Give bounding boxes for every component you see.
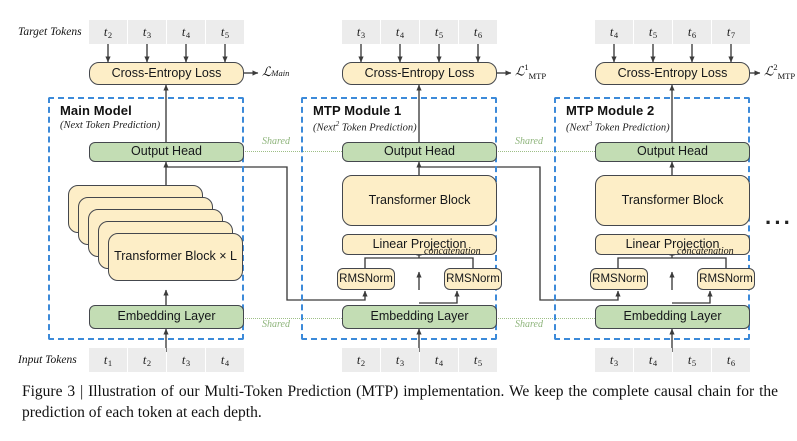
shared-label-embedding-2: Shared [515,319,543,330]
target-token-cell: t3 [128,20,166,44]
input-token-cell: t2 [128,348,166,372]
caption-text: Illustration of our Multi-Token Predicti… [22,383,779,421]
rmsnorm-right-mtp2: RMSNorm [697,268,755,290]
caption-separator: | [80,383,84,400]
transformer-block-mtp2: Transformer Block [595,175,750,226]
input-token-cell: t3 [381,348,419,372]
output-head-main: Output Head [89,142,244,162]
target-token-cell: t4 [381,20,419,44]
module-frame-main [48,97,244,340]
cross-entropy-loss-box-main: Cross-Entropy Loss [89,62,244,85]
input-token-cell: t5 [673,348,711,372]
shared-dotted-line-embedding-2 [493,318,605,319]
embedding-layer-mtp1: Embedding Layer [342,305,497,329]
module-title-mtp2: MTP Module 2 [566,103,655,118]
linear-projection-mtp1: Linear Projection [342,234,497,255]
module-subtitle-mtp1: (Next2 Token Prediction) [313,120,417,134]
input-token-cell: t4 [420,348,458,372]
input-token-cell: t4 [206,348,244,372]
embedding-layer-main: Embedding Layer [89,305,244,329]
rmsnorm-left-mtp2: RMSNorm [590,268,648,290]
loss-symbol-mtp1: ℒ1MTP [515,62,547,81]
mtp-architecture-figure: Target Tokens Input Tokens t2 t3 t4 t5 t… [18,20,796,372]
input-token-cell: t4 [634,348,672,372]
shared-label-output-head-1: Shared [262,136,290,147]
cross-entropy-loss-box-mtp1: Cross-Entropy Loss [342,62,497,85]
module-subtitle-mtp2: (Next3 Token Prediction) [566,120,670,134]
input-token-cell: t3 [595,348,633,372]
module-title-mtp1: MTP Module 1 [313,103,402,118]
input-token-cell: t1 [89,348,127,372]
cross-entropy-loss-box-mtp2: Cross-Entropy Loss [595,62,750,85]
target-token-cell: t2 [89,20,127,44]
transformer-block-main-label: Transformer Block × L [114,249,237,264]
shared-dotted-line-embedding-1 [240,318,352,319]
target-token-cell: t5 [206,20,244,44]
shared-dotted-line-output-head-2 [493,151,605,152]
transformer-block-mtp1: Transformer Block [342,175,497,226]
concatenation-label-mtp2: concatenation [677,246,734,257]
rmsnorm-right-mtp1: RMSNorm [444,268,502,290]
target-token-cell: t3 [342,20,380,44]
loss-symbol-mtp2: ℒ2MTP [764,62,796,81]
input-token-cell: t2 [342,348,380,372]
target-token-cell: t7 [712,20,750,44]
loss-symbol-main: ℒMain [262,64,290,79]
target-token-cell: t4 [167,20,205,44]
target-token-cell: t6 [459,20,497,44]
target-token-cell: t4 [595,20,633,44]
input-token-cell: t6 [712,348,750,372]
module-subtitle-main: (Next Token Prediction) [60,120,161,131]
output-head-mtp2: Output Head [595,142,750,162]
input-token-cell: t3 [167,348,205,372]
target-token-cell: t5 [420,20,458,44]
rmsnorm-left-mtp1: RMSNorm [337,268,395,290]
embedding-layer-mtp2: Embedding Layer [595,305,750,329]
input-tokens-row-label: Input Tokens [18,354,77,366]
target-tokens-row-label: Target Tokens [18,26,82,38]
target-token-cell: t5 [634,20,672,44]
figure-caption: Figure 3 | Illustration of our Multi-Tok… [22,382,778,423]
concatenation-label-mtp1: concatenation [424,246,481,257]
output-head-mtp1: Output Head [342,142,497,162]
shared-dotted-line-output-head-1 [240,151,352,152]
linear-projection-mtp2: Linear Projection [595,234,750,255]
input-token-cell: t5 [459,348,497,372]
continuation-ellipsis: ··· [765,210,793,235]
caption-number: Figure 3 [22,383,76,400]
shared-label-embedding-1: Shared [262,319,290,330]
target-token-cell: t6 [673,20,711,44]
transformer-block-main: Transformer Block × L [108,233,243,281]
module-title-main: Main Model [60,103,132,118]
shared-label-output-head-2: Shared [515,136,543,147]
